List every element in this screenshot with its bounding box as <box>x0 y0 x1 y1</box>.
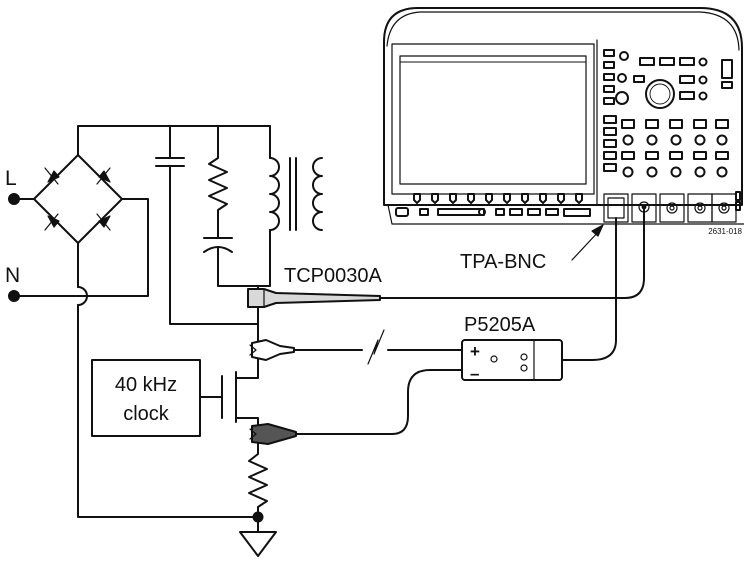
tpa-bnc-adapter-body <box>607 197 625 219</box>
positive-rail <box>77 125 271 156</box>
screen-softkeys <box>413 193 583 204</box>
oscilloscope-body <box>383 7 743 206</box>
transformer-lead-bottom <box>257 229 271 287</box>
screen-bezel <box>391 43 595 195</box>
differential-probe: + – P5205A <box>249 217 617 445</box>
line-label: L <box>5 167 17 190</box>
oscilloscope-screen <box>399 55 587 185</box>
sense-resistor <box>248 449 268 518</box>
snubber-resistor <box>208 125 228 239</box>
current-probe-label: TCP0030A <box>284 265 382 287</box>
neutral-wire <box>13 198 149 297</box>
minus-sign: – <box>470 364 479 383</box>
clock-frequency: 40 kHz <box>115 374 177 396</box>
channel-inputs <box>603 193 737 223</box>
adapter-callout: TPA-BNC <box>460 224 604 273</box>
ch4-input <box>687 193 713 223</box>
positive-clip <box>251 339 295 361</box>
aux-input <box>711 193 737 223</box>
figure-id: 2631-018 <box>708 227 742 236</box>
negative-rail <box>77 304 259 518</box>
current-probe: TCP0030A <box>247 207 645 308</box>
tcp0030a-probe-head <box>247 288 381 308</box>
wire-crossover <box>77 286 88 306</box>
clock-box <box>91 359 201 437</box>
ground-symbol <box>239 531 277 557</box>
oscilloscope: 2631-018 <box>383 7 744 236</box>
snubber-return <box>217 246 259 287</box>
clock-label: clock <box>123 403 170 425</box>
oscilloscope-base <box>387 204 744 225</box>
tcp0030a-cable <box>379 207 645 299</box>
ch3-input <box>659 193 685 223</box>
circuit: L N <box>5 125 323 557</box>
bottom-buttons <box>395 207 591 217</box>
adapter-arrow-head <box>591 224 604 237</box>
adapter-label: TPA-BNC <box>460 251 546 273</box>
drain-wire <box>235 285 259 379</box>
secondary-winding <box>312 157 323 231</box>
primary-winding <box>269 157 280 231</box>
cap-return-wire <box>169 165 259 325</box>
adapter-arrow-line <box>571 229 601 261</box>
lead-break-symbol <box>367 329 385 365</box>
diff-probe-label: P5205A <box>464 314 536 336</box>
negative-clip <box>251 423 297 445</box>
control-panel <box>603 49 741 211</box>
negative-lead <box>295 369 463 435</box>
plus-sign: + <box>470 342 480 361</box>
neutral-label: N <box>5 264 20 287</box>
bridge-rectifier <box>13 154 123 244</box>
p5205a-cable <box>561 217 617 361</box>
oscilloscope-top-bezel <box>386 11 740 51</box>
